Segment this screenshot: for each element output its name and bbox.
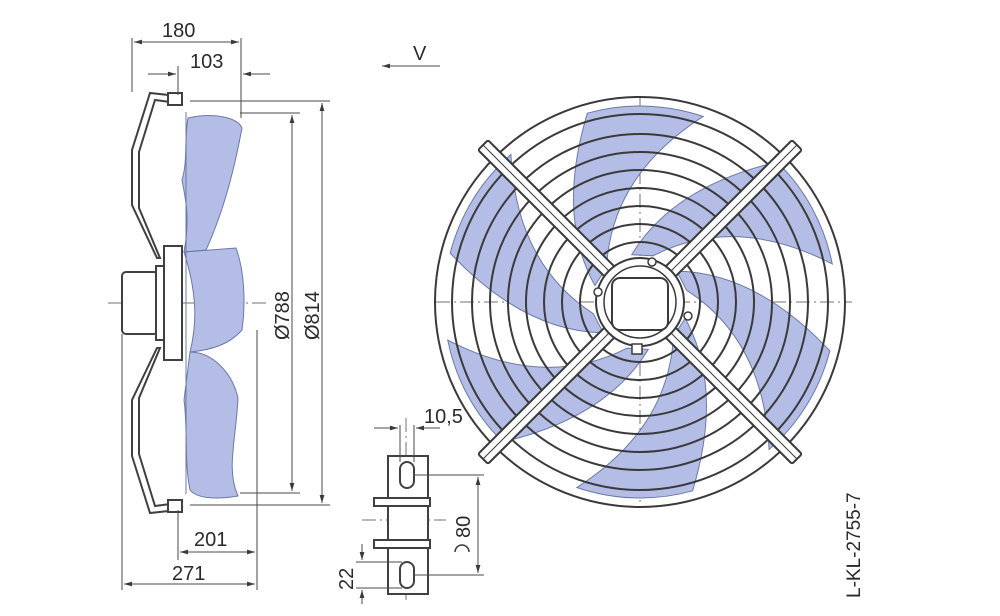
guard-ring — [507, 169, 773, 435]
guard-ring — [579, 241, 701, 363]
side-view: 180 103 Ø788 Ø814 201 271 — [108, 20, 330, 590]
motor-plate — [611, 277, 669, 331]
fan-blade — [675, 270, 831, 451]
dim-201: 201 — [194, 529, 227, 551]
dim-22: 22 — [336, 568, 358, 590]
guard-ring — [471, 133, 809, 471]
guard-ring — [451, 113, 829, 491]
fan-blade — [449, 153, 605, 334]
motor-housing — [121, 271, 159, 335]
view-label: V — [413, 43, 427, 65]
front-view — [434, 96, 852, 508]
guard-ring — [489, 151, 791, 453]
dim-10-5: 10,5 — [424, 406, 463, 428]
dim-271: 271 — [172, 563, 205, 585]
drawing-id: L-KL-2755-7 — [844, 492, 865, 598]
guard-ring — [525, 187, 755, 417]
guard-strut-top — [131, 91, 179, 259]
guard-ring — [543, 205, 737, 399]
fan-blade — [573, 105, 705, 287]
guard-ring — [434, 96, 846, 508]
blade-side-upper — [181, 115, 243, 253]
view-arrow: V — [382, 43, 440, 69]
dim-d814: Ø814 — [302, 291, 324, 340]
dim-180: 180 — [162, 20, 195, 42]
dim-103: 103 — [190, 51, 223, 73]
guard-ring — [561, 223, 719, 381]
guard-strut-bottom — [131, 347, 179, 515]
fan-blade — [575, 317, 707, 499]
dim-80: 80 — [453, 516, 475, 538]
blade-side-lower — [183, 351, 239, 499]
dim-d788: Ø788 — [272, 291, 294, 340]
mount-bracket-detail: 10,5 80 22 — [336, 406, 484, 604]
blade-side-mid — [183, 247, 245, 353]
guard-rings — [434, 96, 846, 508]
